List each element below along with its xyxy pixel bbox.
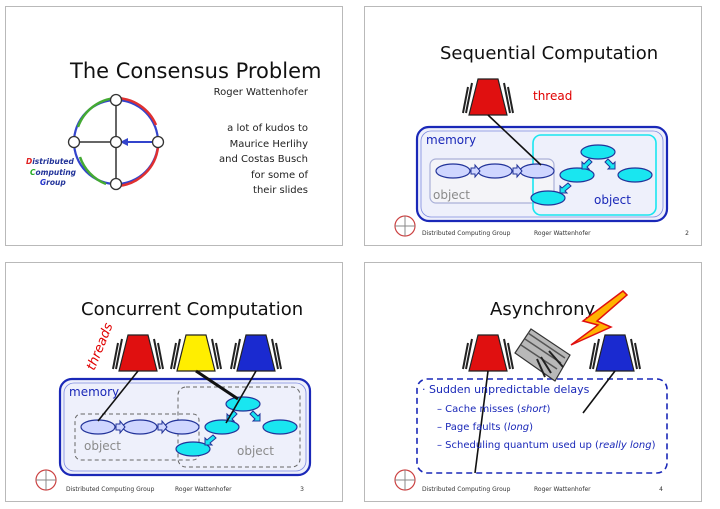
asynchrony-diagram (394, 290, 668, 491)
object-label: object (237, 444, 274, 458)
footer-logo-icon (35, 469, 57, 491)
footer-author: Roger Wattenhofer (534, 230, 591, 237)
slide-title: Sequential Computation (440, 43, 659, 64)
footer-author: Roger Wattenhofer (175, 486, 232, 493)
slide-4: Asynchrony (364, 262, 702, 502)
page-number: 4 (659, 486, 663, 493)
dcg-logo-text: Distributed Computing Group (26, 157, 76, 189)
object-label: object (433, 188, 470, 202)
sub-bullet: – Scheduling quantum used up (really lon… (437, 440, 656, 451)
thread-icon (462, 78, 514, 116)
delayed-thread-icon (514, 328, 571, 382)
kudos-line: for some of (251, 169, 308, 181)
footer-group: Distributed Computing Group (66, 486, 155, 493)
slide-2: Sequential Computation (364, 6, 702, 246)
thread-icon-blue (230, 334, 282, 372)
kudos-line: a lot of kudos to (227, 123, 308, 134)
slide-title: The Consensus Problem (70, 59, 322, 83)
object-label: object (594, 193, 631, 207)
slide-3: Concurrent Computation threads (5, 262, 343, 502)
logo-line: Distributed (26, 157, 74, 166)
memory-label: memory (69, 385, 120, 399)
slide-title: Concurrent Computation (81, 299, 304, 320)
page-number: 2 (685, 230, 689, 237)
bullet-text: · Sudden unpredictable delays (422, 383, 589, 396)
delay-box (416, 378, 668, 474)
kudos-text: a lot of kudos to Maurice Herlihy and Co… (219, 121, 308, 199)
footer-logo-icon (394, 469, 416, 491)
kudos-line: their slides (253, 185, 308, 196)
thread-icon-red (112, 334, 164, 372)
lightning-icon (570, 290, 629, 346)
object-label: object (84, 439, 121, 453)
dcg-logo-graphic (67, 93, 165, 191)
sequential-diagram (394, 78, 669, 237)
memory-label: memory (426, 133, 477, 147)
sub-bullet: – Page faults (long) (437, 422, 534, 433)
footer-author: Roger Wattenhofer (534, 486, 591, 493)
thread-icon-red (462, 334, 514, 372)
thread-icon-blue (589, 334, 641, 372)
concurrent-diagram (35, 334, 312, 491)
slide-title: Asynchrony (490, 299, 596, 320)
thread-icon-yellow (170, 334, 222, 372)
page-number: 3 (300, 486, 304, 493)
slide-1: The Consensus Problem Roger Wattenhofer … (5, 6, 343, 246)
footer-group: Distributed Computing Group (422, 230, 511, 237)
footer-logo-icon (394, 215, 416, 237)
author-name: Roger Wattenhofer (213, 87, 308, 98)
footer-group: Distributed Computing Group (422, 486, 511, 493)
kudos-line: Maurice Herlihy (229, 138, 308, 150)
sub-bullet: – Cache misses (short) (437, 404, 551, 415)
kudos-line: and Costas Busch (219, 154, 308, 165)
logo-line: Computing (30, 167, 77, 177)
bullet-label: Sudden unpredictable delays (429, 383, 590, 396)
bullet-marker: · (422, 383, 426, 396)
thread-label: thread (533, 89, 573, 103)
logo-line: Group (40, 178, 66, 187)
